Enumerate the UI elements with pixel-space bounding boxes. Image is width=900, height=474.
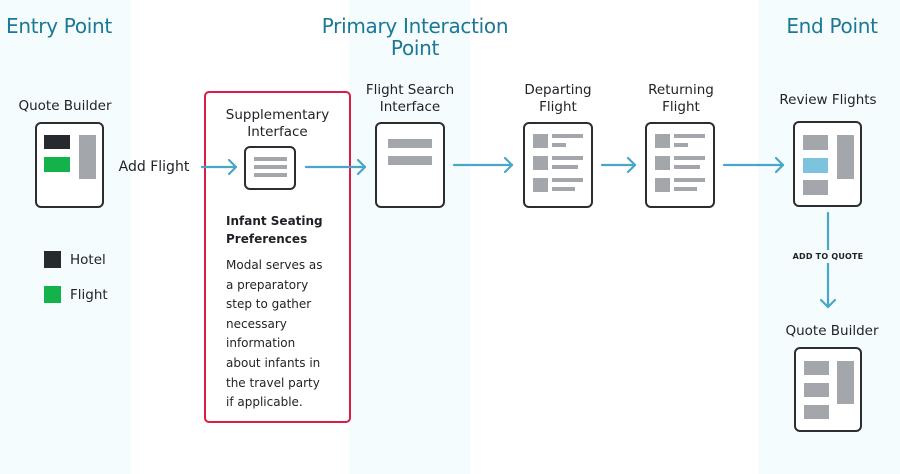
placeholder-block <box>655 134 670 148</box>
placeholder-block <box>674 178 705 182</box>
placeholder-block <box>674 143 688 147</box>
end-point-heading: End Point <box>786 14 878 38</box>
placeholder-block <box>674 187 697 191</box>
modal-desc-line: if applicable. <box>226 395 303 410</box>
legend-flight: Flight <box>44 286 108 303</box>
modal-desc-line: Modal serves as <box>226 258 323 272</box>
primary-point-heading: Primary Interaction Point <box>290 15 540 59</box>
modal-description: Modal serves as a preparatory step to ga… <box>226 256 346 413</box>
arrow-to-returning <box>600 156 637 174</box>
primary-heading-line2: Point <box>390 36 440 60</box>
supplementary-modal-frame <box>204 91 351 423</box>
placeholder-block <box>655 156 670 170</box>
review-flights-card[interactable] <box>793 121 862 207</box>
quote-builder-end-card[interactable] <box>794 347 862 432</box>
modal-title-line2: Preferences <box>226 232 308 246</box>
placeholder-block <box>674 165 700 169</box>
flight-search-label: Flight Search Interface <box>355 82 465 116</box>
arrow-to-review <box>722 156 785 174</box>
modal-desc-line: a preparatory <box>226 277 309 292</box>
flight-block <box>44 157 70 172</box>
flight-swatch <box>44 286 61 303</box>
departing-flight-label: Departing Flight <box>505 82 611 116</box>
placeholder-block <box>837 135 854 179</box>
entry-point-heading: Entry Point <box>6 14 112 38</box>
legend-hotel-label: Hotel <box>70 251 106 268</box>
supplementary-label: Supplementary Interface <box>204 107 351 141</box>
placeholder-block <box>804 383 829 397</box>
returning-flight-label: Returning Flight <box>628 82 734 116</box>
modal-title: Infant Seating Preferences <box>226 212 346 248</box>
arrow-to-departing <box>452 156 514 174</box>
placeholder-block <box>533 156 548 170</box>
placeholder-block <box>533 134 548 148</box>
placeholder-block <box>804 405 829 419</box>
modal-desc-line: necessary <box>226 316 287 331</box>
field-block <box>388 139 432 148</box>
arrow-add-flight <box>200 158 238 176</box>
departing-line1: Departing <box>524 82 592 98</box>
add-flight-label: Add Flight <box>118 159 190 175</box>
primary-band <box>349 0 470 474</box>
placeholder-block <box>804 361 829 375</box>
placeholder-block <box>803 135 828 150</box>
highlight-block <box>803 158 828 173</box>
placeholder-block <box>552 187 575 191</box>
supplementary-card[interactable] <box>244 146 296 190</box>
flight-search-line2: Interface <box>379 99 441 115</box>
arrow-to-flight-search <box>304 158 367 176</box>
primary-heading-line1: Primary Interaction <box>321 14 509 38</box>
modal-desc-line: about infants in <box>226 355 321 370</box>
departing-line2: Flight <box>539 99 577 115</box>
placeholder-block <box>803 180 828 195</box>
placeholder-block <box>533 178 548 192</box>
quote-builder-start-card[interactable] <box>35 122 104 208</box>
placeholder-block <box>552 165 578 169</box>
review-flights-label: Review Flights <box>779 92 877 108</box>
placeholder-block <box>552 143 566 147</box>
placeholder-block <box>655 178 670 192</box>
quote-builder-end-label: Quote Builder <box>785 323 879 339</box>
placeholder-block <box>552 156 583 160</box>
returning-line1: Returning <box>648 82 714 98</box>
supplementary-line1: Supplementary <box>225 107 330 123</box>
entry-band <box>0 0 131 474</box>
field-block <box>388 156 432 165</box>
modal-desc-line: step to gather <box>226 297 312 312</box>
flight-search-line1: Flight Search <box>365 82 455 98</box>
departing-flight-card[interactable] <box>523 122 593 208</box>
line-block <box>254 165 287 169</box>
hotel-block <box>44 135 70 149</box>
placeholder-block <box>552 134 583 138</box>
placeholder-block <box>674 156 705 160</box>
quote-builder-start-label: Quote Builder <box>18 98 112 114</box>
modal-desc-line: the travel party <box>226 375 320 390</box>
modal-desc-line: information <box>226 336 296 351</box>
placeholder-block <box>837 361 854 404</box>
returning-line2: Flight <box>662 99 700 115</box>
add-to-quote-label: ADD TO QUOTE <box>788 250 868 263</box>
legend-flight-label: Flight <box>70 286 108 303</box>
sidebar-block <box>79 135 96 179</box>
supplementary-line2: Interface <box>247 124 308 140</box>
hotel-swatch <box>44 251 61 268</box>
flight-search-card[interactable] <box>375 122 445 208</box>
returning-flight-card[interactable] <box>645 122 715 208</box>
modal-title-line1: Infant Seating <box>226 214 323 228</box>
line-block <box>254 157 287 161</box>
placeholder-block <box>552 178 583 182</box>
placeholder-block <box>674 134 705 138</box>
legend-hotel: Hotel <box>44 251 106 268</box>
line-block <box>254 173 287 177</box>
